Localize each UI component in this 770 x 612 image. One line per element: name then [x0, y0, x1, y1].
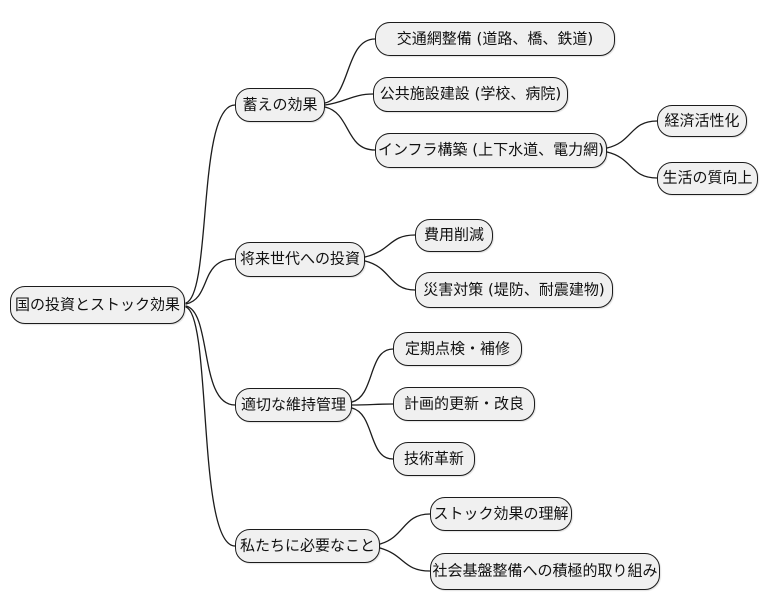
- node-cost-reduction-label: 費用削減: [423, 225, 484, 244]
- node-periodic-inspection-label: 定期点検・補修: [404, 339, 510, 357]
- node-transport-network: 交通網整備 (道路、橋、鉄道): [375, 22, 615, 56]
- node-disaster-countermeasures: 災害対策 (堤防、耐震建物): [415, 272, 613, 308]
- edge-infra-quality: [606, 151, 658, 179]
- node-proper-maintenance: 適切な維持管理: [235, 388, 352, 422]
- node-planned-renewal: 計画的更新・改良: [393, 387, 535, 421]
- node-future-generations-investment: 将来世代への投資: [235, 242, 365, 277]
- node-public-facilities-label: 公共施設建設 (学校、病院): [379, 84, 562, 103]
- node-stock-effect-understanding: ストック効果の理解: [430, 497, 572, 531]
- node-stock-effect-understanding-label: ストック効果の理解: [433, 504, 569, 522]
- edge-branch4-child1: [379, 513, 431, 545]
- node-what-we-need-label: 私たちに必要なこと: [239, 536, 375, 554]
- node-transport-network-label: 交通網整備 (道路、橋、鉄道): [396, 29, 594, 47]
- node-periodic-inspection: 定期点検・補修: [393, 332, 522, 366]
- node-infrastructure-commitment-label: 社会基盤整備への積極的取り組み: [432, 561, 658, 580]
- node-planned-renewal-label: 計画的更新・改良: [403, 394, 524, 412]
- edge-branch2-child2: [364, 260, 416, 291]
- node-infrastructure: インフラ構築 (上下水道、電力網): [375, 133, 607, 168]
- node-what-we-need: 私たちに必要なこと: [235, 529, 380, 563]
- node-tech-innovation-label: 技術革新: [403, 449, 464, 467]
- node-proper-maintenance-label: 適切な維持管理: [240, 395, 346, 413]
- edge-branch4-child2: [379, 547, 431, 572]
- node-economic-revitalization: 経済活性化: [657, 105, 747, 137]
- node-disaster-countermeasures-label: 災害対策 (堤防、耐震建物): [423, 280, 605, 298]
- node-public-facilities: 公共施設建設 (学校、病院): [373, 77, 568, 112]
- node-savings-effect-label: 蓄えの効果: [242, 95, 318, 113]
- node-cost-reduction: 費用削減: [415, 219, 493, 252]
- edge-root-branch4: [185, 306, 236, 547]
- node-tech-innovation: 技術革新: [393, 442, 475, 476]
- edge-infra-economy: [606, 120, 658, 149]
- node-root-label: 国の投資とストック効果: [14, 295, 180, 313]
- node-infrastructure-label: インフラ構築 (上下水道、電力網): [377, 140, 605, 159]
- node-savings-effect: 蓄えの効果: [235, 88, 325, 122]
- edge-branch2-child1: [364, 234, 416, 258]
- edge-branch1-child3: [324, 106, 376, 151]
- node-root: 国の投資とストック効果: [10, 286, 185, 324]
- edge-branch1-child2: [324, 93, 374, 106]
- edge-branch1-child1: [324, 38, 376, 104]
- edge-root-branch3: [185, 305, 236, 406]
- edge-root-branch2: [185, 258, 236, 305]
- node-future-generations-investment-label: 将来世代への投資: [239, 249, 360, 268]
- edge-root-branch1: [185, 104, 236, 304]
- edge-branch3-child3: [351, 407, 394, 460]
- edge-branch3-child1: [351, 348, 394, 403]
- node-economic-revitalization-label: 経済活性化: [664, 111, 740, 129]
- node-quality-of-life: 生活の質向上: [657, 162, 758, 195]
- edge-branch3-child2: [351, 403, 394, 406]
- node-infrastructure-commitment: 社会基盤整備への積極的取り組み: [430, 553, 660, 590]
- node-quality-of-life-label: 生活の質向上: [662, 168, 753, 187]
